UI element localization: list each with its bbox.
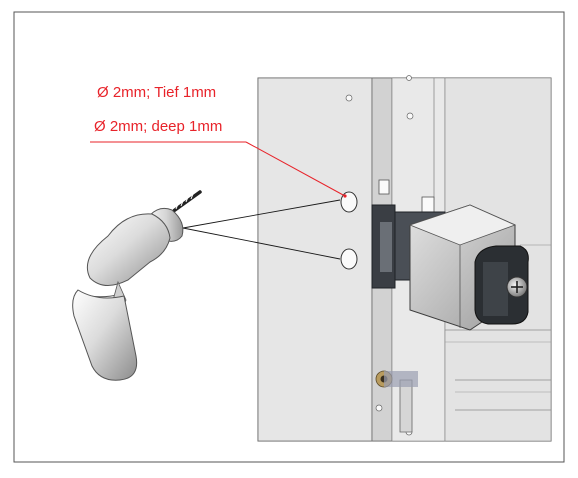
annotation-german: Ø 2mm; Tief 1mm [97,84,217,101]
outer-frame [13,11,565,463]
latch-assembly [371,204,529,331]
annotation-leader [90,141,347,198]
angle-drill-icon [72,190,202,381]
annotation-english: Ø 2mm; deep 1mm [94,118,223,135]
target-hole-lower [340,248,358,270]
leader-lines [182,199,341,260]
